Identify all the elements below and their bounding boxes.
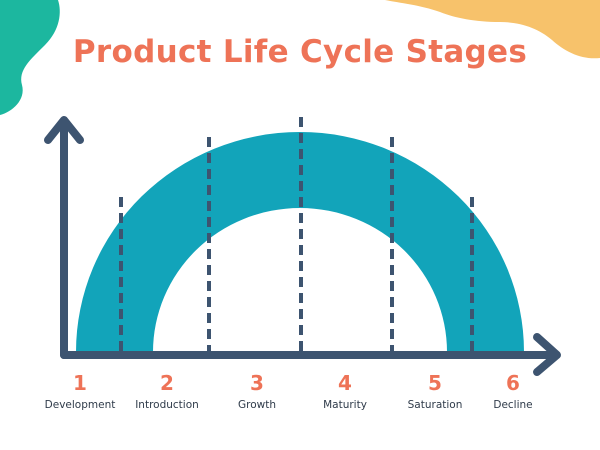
page-title: Product Life Cycle Stages (72, 34, 528, 70)
axes (44, 116, 561, 376)
stage-number: 6 (506, 371, 520, 395)
teal-blob-decoration (0, 0, 60, 115)
stage-3: 3 Growth (202, 372, 312, 411)
product-life-cycle-arch (76, 132, 524, 352)
stage-1: 1 Development (25, 372, 135, 411)
stage-number: 3 (250, 371, 264, 395)
stage-2: 2 Introduction (112, 372, 222, 411)
yellow-blob-decoration (385, 0, 600, 59)
stage-number: 4 (338, 371, 352, 395)
stage-number: 2 (160, 371, 174, 395)
stage-label: Maturity (323, 399, 367, 411)
stage-label: Development (44, 399, 116, 411)
stage-6: 6 Decline (458, 372, 568, 411)
stage-label: Decline (493, 399, 533, 411)
x-axis-arrowhead-icon (533, 333, 561, 376)
y-axis-arrowhead-icon (44, 116, 84, 144)
stage-5: 5 Saturation (380, 372, 490, 411)
stage-label: Growth (237, 399, 276, 411)
stage-label: Introduction (135, 399, 199, 411)
stage-number: 1 (73, 371, 87, 395)
stage-4: 4 Maturity (290, 372, 400, 411)
stage-number: 5 (428, 371, 442, 395)
stage-dividers (119, 117, 474, 352)
stage-label: Saturation (407, 399, 463, 411)
